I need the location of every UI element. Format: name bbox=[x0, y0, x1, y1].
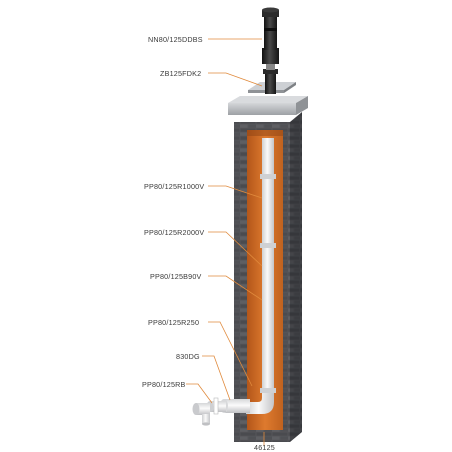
part-labels: NN80/125DDBS ZB125FDK2 PP80/125R1000V PP… bbox=[142, 35, 275, 452]
label-flashing: ZB125FDK2 bbox=[160, 69, 201, 78]
terminal bbox=[262, 7, 279, 94]
label-base: 46125 bbox=[254, 443, 275, 452]
leader-lines bbox=[186, 38, 265, 446]
leader-pipe-250 bbox=[208, 321, 253, 387]
label-bend-90: PP80/125B90V bbox=[150, 272, 202, 281]
label-connector: 830DG bbox=[176, 352, 200, 361]
leader-pipe-1000 bbox=[208, 185, 263, 199]
label-pipe-2000: PP80/125R2000V bbox=[144, 228, 204, 237]
label-bend-rb: PP80/125RB bbox=[142, 380, 186, 389]
label-pipe-250: PP80/125R250 bbox=[148, 318, 199, 327]
leader-bend-rb bbox=[186, 383, 213, 404]
chimney-side-face bbox=[290, 112, 302, 442]
horizontal-connector bbox=[192, 397, 250, 426]
leader-pipe-2000 bbox=[208, 231, 263, 267]
chimney-cap bbox=[228, 96, 308, 115]
liner-pipes bbox=[246, 138, 276, 414]
leader-connector bbox=[202, 355, 231, 401]
leader-bend-90 bbox=[208, 275, 263, 301]
label-top-terminal: NN80/125DDBS bbox=[148, 35, 203, 44]
leader-flashing bbox=[208, 72, 263, 87]
label-pipe-1000: PP80/125R1000V bbox=[144, 182, 204, 191]
